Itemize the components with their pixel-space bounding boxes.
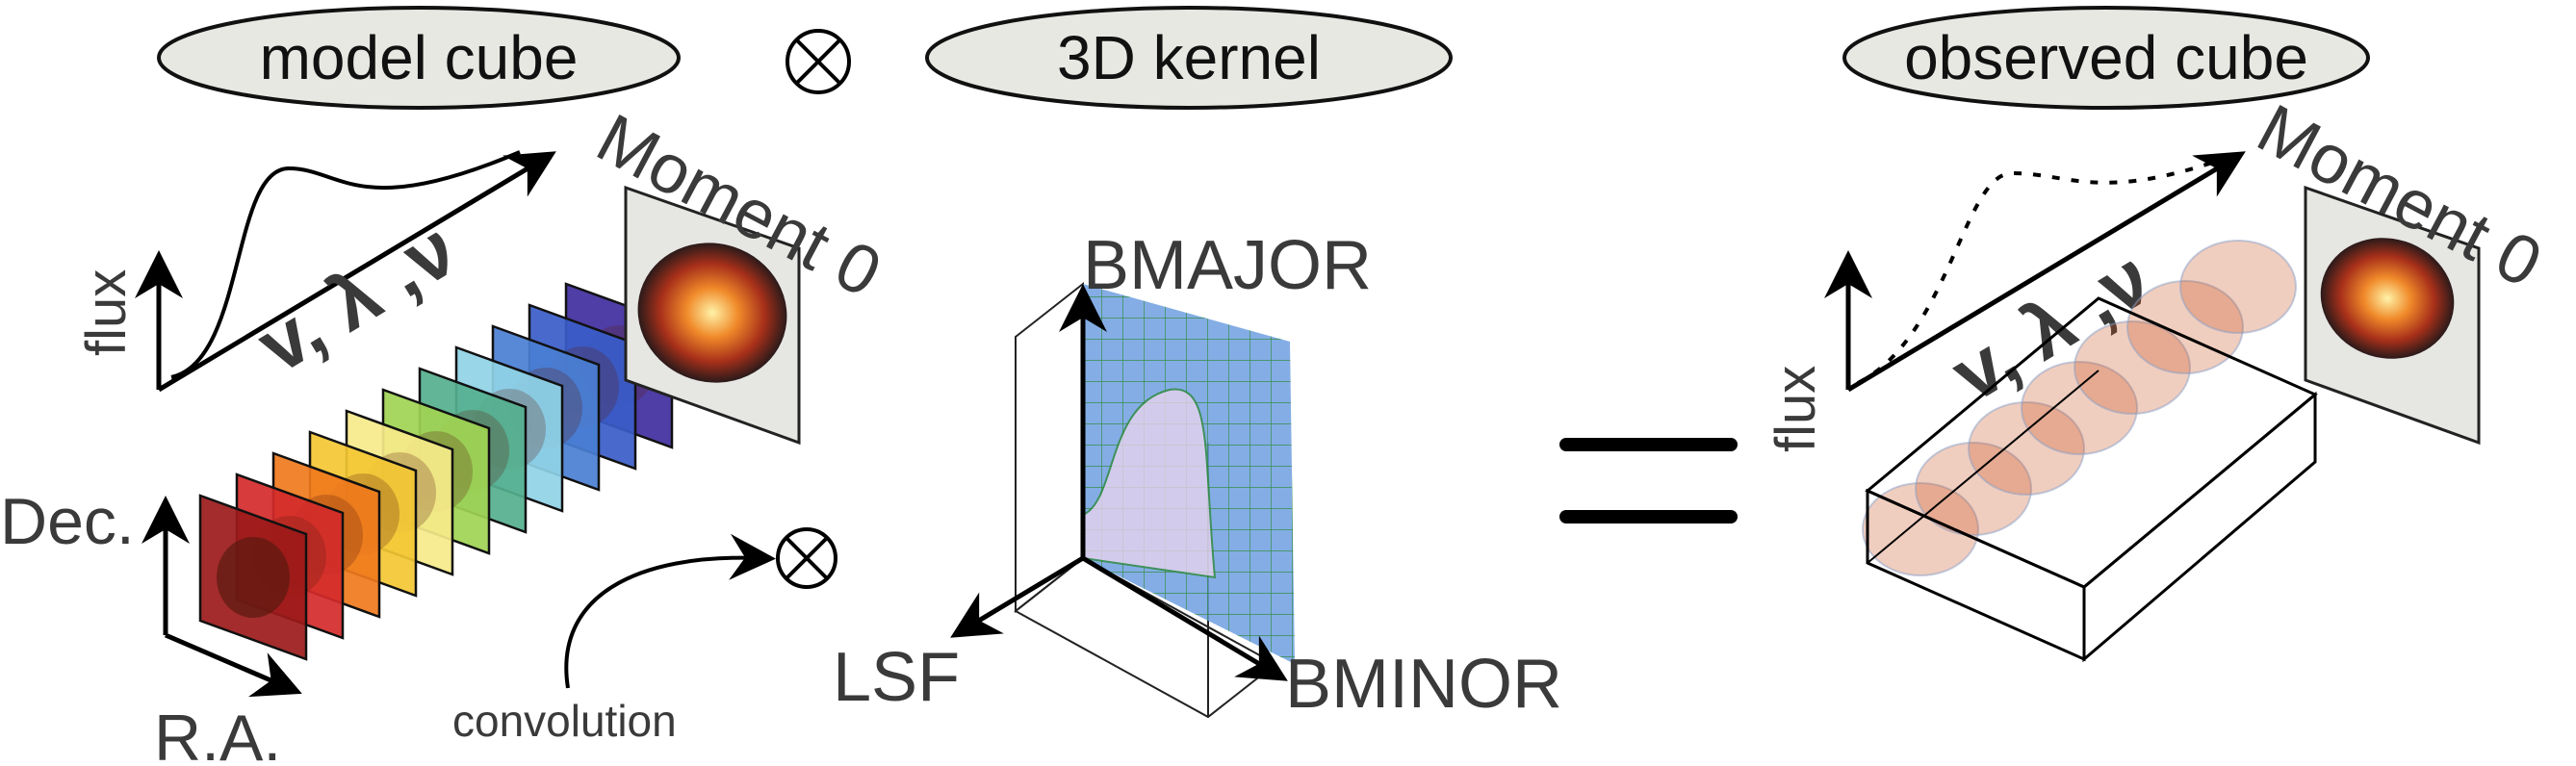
left-spectrum-line xyxy=(170,150,521,379)
kernel-label: 3D kernel xyxy=(1057,23,1321,92)
model-cube-pill: model cube xyxy=(157,6,681,110)
ra-label: R.A. xyxy=(154,702,281,766)
right-moment0-panel: Moment 0 xyxy=(2245,89,2554,446)
cube-galaxy-cloud xyxy=(1968,401,2085,496)
dec-label: Dec. xyxy=(0,485,135,558)
left-spectral-axis-label: v, λ ,ν xyxy=(243,205,471,390)
model-cube-slices xyxy=(198,282,674,661)
lsf-label: LSF xyxy=(833,639,960,716)
convolution-arrow: convolution xyxy=(452,533,776,746)
cube-galaxy-cloud xyxy=(1862,482,1979,576)
observed-cube-label: observed cube xyxy=(1904,23,2308,92)
cube-galaxy-cloud xyxy=(2021,361,2138,455)
left-sky-axes: Dec. R.A. xyxy=(0,485,302,766)
otimes-top xyxy=(786,29,851,94)
cube-galaxy-cloud xyxy=(1915,442,2032,536)
equals-sign xyxy=(1559,438,1738,523)
cube-galaxy-cloud xyxy=(2179,240,2297,334)
observed-cube-box xyxy=(1862,240,2318,663)
model-cube-label: model cube xyxy=(260,23,579,92)
convolution-label: convolution xyxy=(452,696,677,746)
observed-cube-pill: observed cube xyxy=(1842,6,2370,110)
cube-galaxy-cloud xyxy=(2074,320,2191,415)
otimes-mid xyxy=(776,527,837,589)
bminor-label: BMINOR xyxy=(1285,646,1562,723)
kernel-3d: BMAJOR BMINOR LSF xyxy=(833,227,1562,723)
observed-cube-clouds xyxy=(1862,240,2297,576)
right-flux-label: flux xyxy=(1765,366,1827,452)
kernel-pill: 3D kernel xyxy=(925,6,1453,110)
bmajor-label: BMAJOR xyxy=(1083,227,1372,304)
slice-galaxy-imprint xyxy=(217,537,290,618)
left-flux-label: flux xyxy=(75,269,138,356)
